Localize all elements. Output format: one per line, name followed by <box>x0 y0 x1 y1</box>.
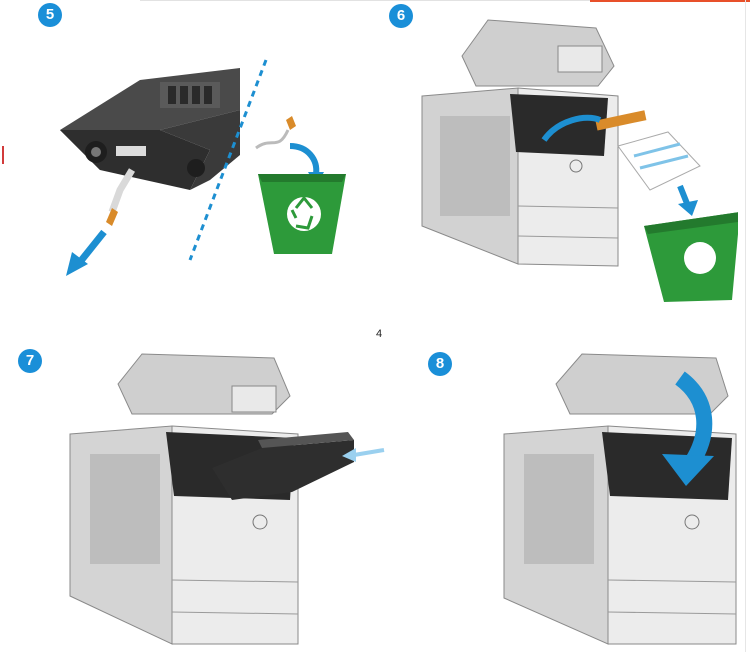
hp-logo-icon <box>569 159 583 173</box>
margin-mark <box>2 146 4 164</box>
step-7-illustration <box>62 350 402 650</box>
step-badge-5: 5 <box>38 3 62 27</box>
step-5-illustration <box>40 40 370 290</box>
hp-logo-icon <box>252 514 268 530</box>
orange-shipping-lock <box>595 110 647 131</box>
recycle-bin <box>644 212 738 302</box>
printer <box>421 19 619 267</box>
dashed-divider <box>188 59 268 261</box>
toner-cartridge <box>60 68 240 190</box>
arrow-icon <box>342 448 385 462</box>
toner-cartridge <box>212 432 354 500</box>
hp-logo-icon <box>684 514 700 530</box>
seal-tab-orange <box>106 208 118 226</box>
recycle-bin <box>258 174 346 254</box>
accent-bar <box>590 0 750 2</box>
recycle-icon <box>287 197 321 231</box>
printer <box>69 353 299 645</box>
arrow-icon <box>66 229 107 276</box>
arrow-icon <box>662 371 714 486</box>
top-divider <box>140 0 590 1</box>
page-number: 4 <box>376 328 383 340</box>
recycle-icon <box>684 242 716 274</box>
step-6-illustration <box>418 16 738 306</box>
step-badge-8: 8 <box>428 352 452 376</box>
arrow-icon <box>541 114 602 142</box>
right-border <box>745 0 746 652</box>
step-8-illustration <box>496 350 746 650</box>
step-badge-7: 7 <box>18 349 42 373</box>
step-badge-6: 6 <box>389 4 413 28</box>
